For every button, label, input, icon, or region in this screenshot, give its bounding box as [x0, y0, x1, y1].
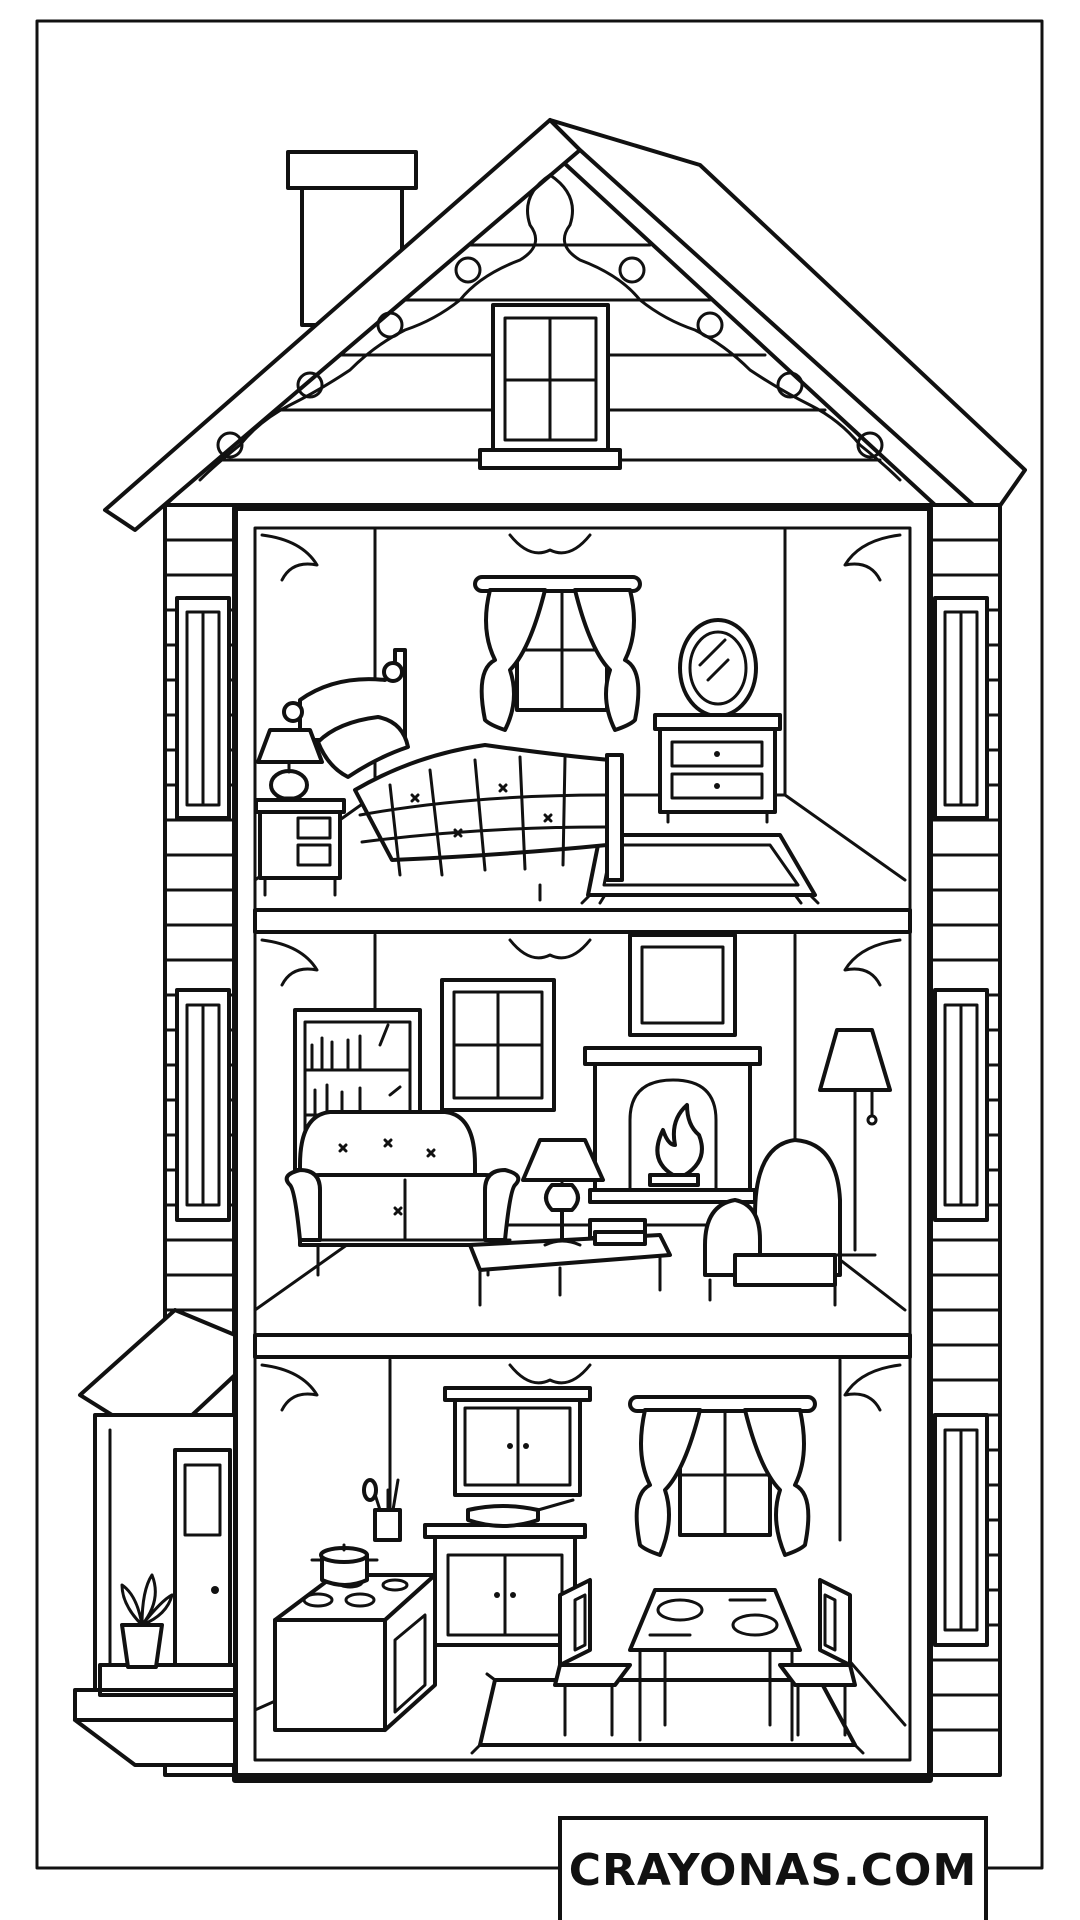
roof: [103, 118, 1027, 532]
floor-slabs: [253, 908, 912, 1359]
utensil-holder: [373, 1508, 402, 1542]
crayonas-watermark: CRAYONAS.COM: [558, 1816, 988, 1920]
curtain-right: [573, 588, 641, 732]
wall-picture: [628, 933, 737, 1037]
interior-frame: [232, 505, 933, 1783]
page-border: [35, 19, 1044, 1870]
bedroom-lamp: [256, 728, 324, 764]
fire-icon: [655, 1103, 704, 1177]
sofa: [298, 1110, 477, 1182]
bed-pillow: [316, 715, 410, 779]
roof-right-slope: [548, 118, 1027, 522]
dining-plate: [656, 1598, 704, 1622]
frying-pan: [466, 1504, 540, 1528]
gable-ornament: [198, 173, 552, 482]
bedroom-rug: [586, 833, 817, 897]
kitchen: [253, 1358, 907, 1755]
ceiling-brackets: [260, 533, 902, 1412]
table-lamp: [521, 1138, 605, 1182]
potted-plant: [120, 1623, 164, 1669]
kitchen-curtain-left: [634, 1408, 702, 1557]
front-door: [173, 1448, 232, 1692]
curtain-left: [479, 588, 547, 732]
kitchen-curtain-right: [743, 1408, 811, 1557]
living-room: [253, 933, 907, 1312]
bedroom: [253, 528, 907, 905]
chimney-cap: [286, 150, 418, 190]
porch-steps: [73, 1663, 237, 1767]
armchair: [753, 1138, 842, 1277]
bed-quilt: [353, 743, 612, 862]
porch: [73, 1308, 237, 1767]
bed-footboard: [605, 753, 624, 882]
floor-lamp: [818, 1028, 892, 1092]
